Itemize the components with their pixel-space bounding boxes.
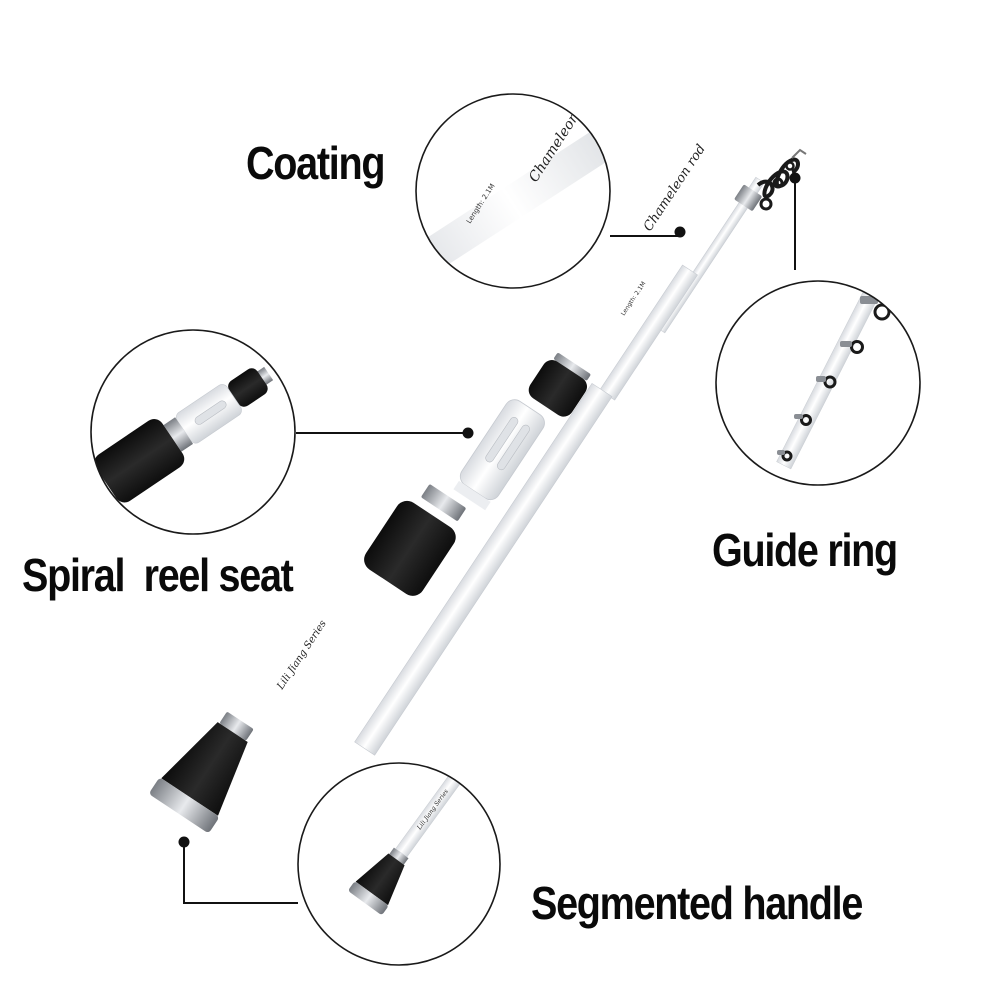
callout-lines [183, 178, 796, 904]
handle-leader [183, 842, 298, 904]
segmented-handle-detail-lens: Lili Jiang Series [297, 762, 501, 966]
lens-circle-icon [297, 762, 501, 966]
guide-ring-label: Guide ring [712, 524, 898, 576]
reel-dot-icon [462, 427, 474, 439]
rod-brand-script: Chameleon rod [641, 142, 709, 234]
rod-series-text: Lili Jiang Series [275, 619, 329, 693]
guide-ring-detail-lens [715, 280, 921, 486]
callout-dots [178, 172, 801, 848]
rod-length-text: Length: 2.1M [620, 280, 648, 317]
lens-circle-icon [90, 329, 296, 535]
spiral-reel-seat-label: Spiral reel seat [22, 549, 294, 601]
reel-seat-detail-lens [90, 329, 296, 535]
rod-tip-guides [734, 148, 807, 211]
guide-dot-icon [789, 172, 801, 184]
coating-label: Coating [246, 137, 385, 189]
coating-detail-lens: Chameleon rod Length: 2.1M [415, 93, 611, 289]
segmented-handle-label: Segmented handle [531, 877, 863, 929]
handle-dot-icon [178, 836, 190, 848]
lens-circle-icon [715, 280, 921, 486]
lens-circle-icon [415, 93, 611, 289]
coating-dot-icon [674, 226, 686, 238]
